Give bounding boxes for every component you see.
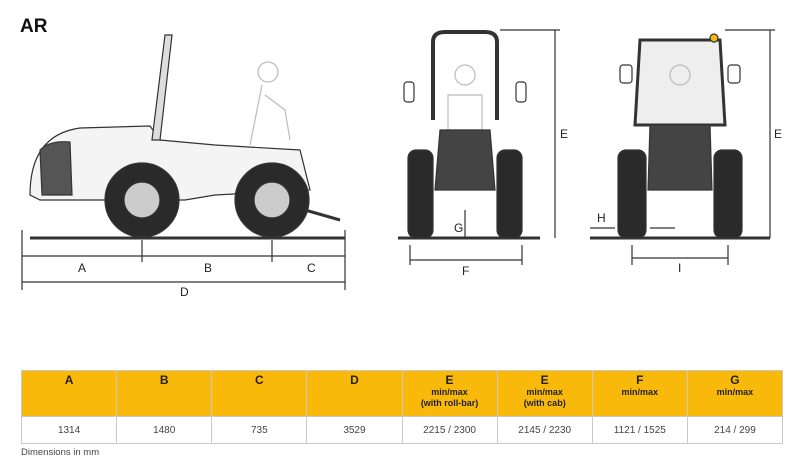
header-d: D	[306, 370, 403, 417]
label-g: G	[454, 221, 463, 235]
value-g: 214 / 299	[686, 416, 784, 444]
label-i: I	[678, 261, 681, 275]
value-b: 1480	[116, 416, 213, 444]
value-a: 1314	[20, 416, 118, 444]
value-f: 1121 / 1525	[591, 416, 688, 444]
header-a: A	[20, 370, 118, 417]
label-a: A	[78, 261, 86, 275]
value-c: 735	[211, 416, 308, 444]
label-c: C	[307, 261, 316, 275]
label-b: B	[204, 261, 212, 275]
front-view-cab-tractor	[590, 29, 775, 265]
label-e-cab: E	[774, 127, 782, 141]
page-title: AR	[20, 16, 48, 37]
tractor-dimension-diagram: A B C D E E F G H I	[21, 29, 782, 299]
value-e-rollbar: 2215 / 2300	[401, 416, 498, 444]
label-e-rollbar: E	[560, 127, 568, 141]
value-e-cab: 2145 / 2230	[496, 416, 593, 444]
header-b: B	[116, 370, 213, 417]
units-note: Dimensions in mm	[21, 447, 100, 458]
label-d: D	[180, 285, 189, 299]
header-c: C	[211, 370, 308, 417]
front-view-rollbar-tractor	[398, 29, 560, 265]
label-h: H	[597, 211, 606, 225]
label-f: F	[462, 264, 469, 278]
side-view-tractor	[21, 34, 346, 290]
table-row: 1314 1480 735 3529 2215 / 2300 2145 / 22…	[20, 416, 784, 444]
value-d: 3529	[306, 416, 403, 444]
